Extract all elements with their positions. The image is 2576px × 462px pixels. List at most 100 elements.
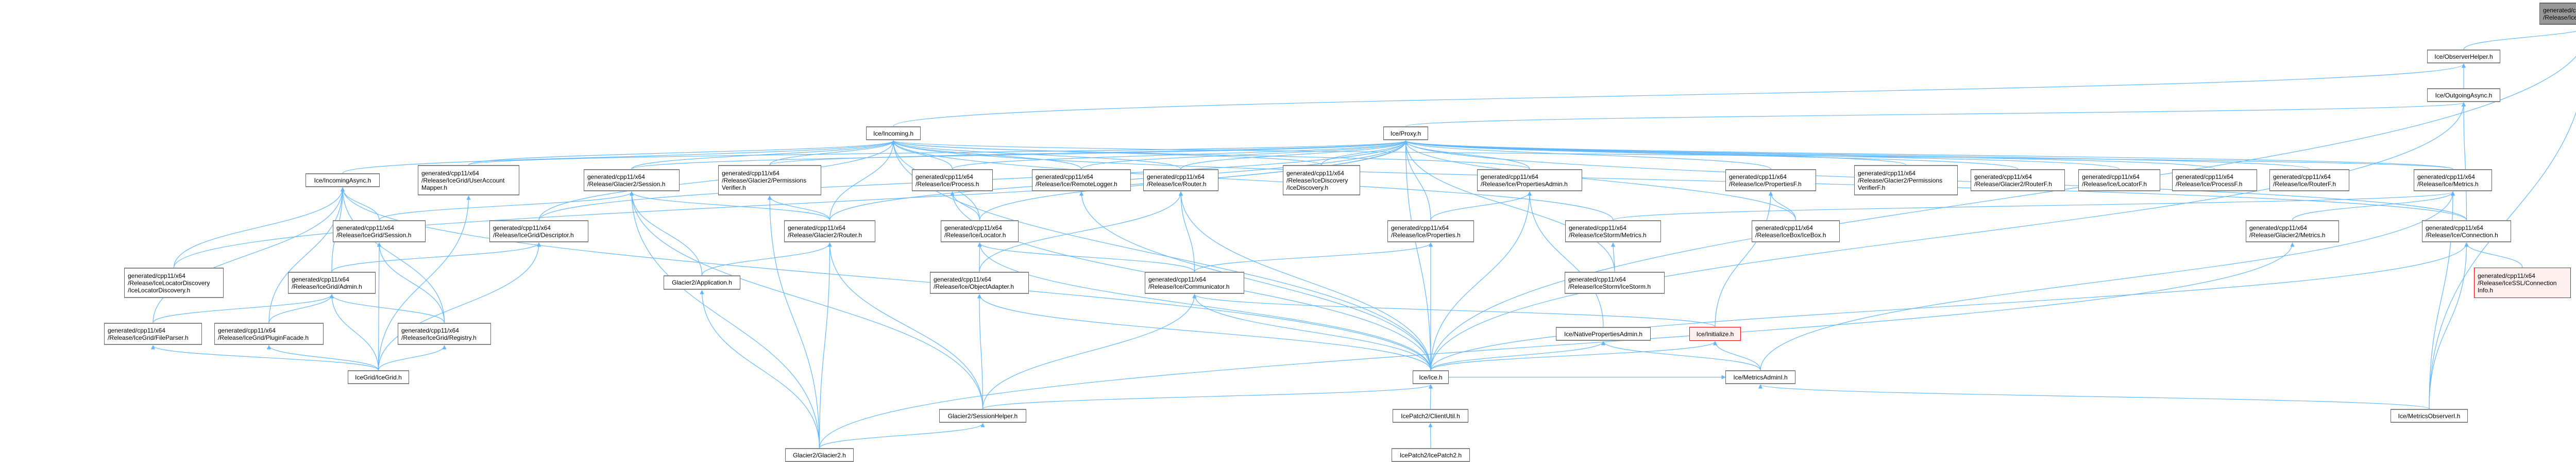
edge-RouterF-to-Proxy bbox=[1403, 140, 2310, 170]
node-process-f[interactable]: generated/cpp11/x64 /Release/Ice/Process… bbox=[2172, 169, 2257, 191]
edge-LocatorDiscovery-to-IncomingAsync bbox=[173, 187, 345, 268]
node-admin[interactable]: generated/cpp11/x64 /Release/IceGrid/Adm… bbox=[288, 272, 376, 294]
node-metrics-admin-i[interactable]: Ice/MetricsAdminI.h bbox=[1725, 370, 1795, 384]
node-proxy[interactable]: Ice/Proxy.h bbox=[1383, 126, 1428, 140]
node-ice-router[interactable]: generated/cpp11/x64 /Release/Ice/Router.… bbox=[1143, 169, 1218, 191]
node-plugin-facade[interactable]: generated/cpp11/x64 /Release/IceGrid/Plu… bbox=[214, 323, 324, 345]
node-ice-metrics[interactable]: generated/cpp11/x64 /Release/Ice/Metrics… bbox=[2414, 169, 2492, 191]
node-ice-grid-session[interactable]: generated/cpp11/x64 /Release/IceGrid/Ses… bbox=[333, 220, 426, 242]
edge-FileParser-to-Admin bbox=[152, 294, 334, 323]
edge-Glacier2RouterF-to-Proxy bbox=[1403, 140, 2019, 170]
edge-MetricsAdminI-to-IceMetrics bbox=[1760, 191, 2455, 371]
edge-IceGridH-to-Descriptor bbox=[378, 242, 541, 371]
node-label: generated/cpp11/x64 /Release/IceGrid/Reg… bbox=[401, 326, 477, 341]
node-label: generated/cpp11/x64 /Release/Ice/Locator… bbox=[944, 224, 1006, 239]
edge-IceDiscovery-to-Incoming bbox=[891, 140, 1322, 166]
edge-MetricsAdminI-to-Initialize bbox=[1713, 341, 1761, 371]
edge-ObserverHelper-to-Instrumentation bbox=[2463, 31, 2576, 50]
node-perm-verifier[interactable]: generated/cpp11/x64 /Release/Glacier2/Pe… bbox=[718, 165, 821, 195]
edge-ObjectAdapter-to-IceRouter bbox=[979, 191, 1183, 272]
node-label: IceGrid/IceGrid.h bbox=[355, 373, 402, 381]
node-outgoing-async[interactable]: Ice/OutgoingAsync.h bbox=[2427, 88, 2500, 102]
node-locator[interactable]: generated/cpp11/x64 /Release/Ice/Locator… bbox=[941, 220, 1019, 242]
node-glacier2-metrics[interactable]: generated/cpp11/x64 /Release/Glacier2/Me… bbox=[2246, 220, 2339, 242]
edge-PermVerifier-to-Proxy bbox=[769, 140, 1408, 166]
node-label: Ice/MetricsAdminI.h bbox=[1733, 373, 1788, 381]
edge-IceStorm-to-Proxy bbox=[1403, 140, 1615, 272]
node-ice-h[interactable]: Ice/Ice.h bbox=[1413, 370, 1449, 384]
node-ice-grid-h[interactable]: IceGrid/IceGrid.h bbox=[348, 370, 409, 384]
node-native-properties-admin[interactable]: Ice/NativePropertiesAdmin.h bbox=[1556, 327, 1651, 341]
node-ice-storm[interactable]: generated/cpp11/x64 /Release/IceStorm/Ic… bbox=[1565, 272, 1665, 294]
edge-Incoming-to-ObserverHelper bbox=[893, 63, 2466, 127]
node-incoming[interactable]: Ice/Incoming.h bbox=[866, 126, 921, 140]
node-observer-helper[interactable]: Ice/ObserverHelper.h bbox=[2427, 50, 2500, 63]
node-label: generated/cpp11/x64 /Release/Ice/Metrics… bbox=[2417, 173, 2479, 188]
node-session-helper[interactable]: Glacier2/SessionHelper.h bbox=[939, 409, 1026, 423]
edge-Application-to-Glacier2Router bbox=[701, 242, 832, 276]
node-incoming-async[interactable]: Ice/IncomingAsync.h bbox=[306, 173, 380, 187]
node-label: generated/cpp11/x64 /Release/IceBox/IceB… bbox=[1755, 224, 1826, 239]
edge-Glacier2Router-to-Glacier2Session bbox=[629, 191, 831, 221]
node-properties-admin[interactable]: generated/cpp11/x64 /Release/Ice/Propert… bbox=[1477, 169, 1582, 191]
node-router-f[interactable]: generated/cpp11/x64 /Release/Ice/RouterF… bbox=[2269, 169, 2349, 191]
node-glacier2-router-f[interactable]: generated/cpp11/x64 /Release/Glacier2/Ro… bbox=[1971, 169, 2065, 191]
node-connection[interactable]: generated/cpp11/x64 /Release/Ice/Connect… bbox=[2422, 220, 2511, 242]
edge-IceGridH-to-Registry bbox=[378, 345, 447, 371]
node-glacier2-session[interactable]: generated/cpp11/x64 /Release/Glacier2/Se… bbox=[584, 169, 680, 191]
node-object-adapter[interactable]: generated/cpp11/x64 /Release/Ice/ObjectA… bbox=[930, 272, 1029, 294]
node-label: generated/cpp11/x64 /Release/IceSSL/Conn… bbox=[2478, 272, 2557, 294]
node-metrics-observer-i[interactable]: Ice/MetricsObserverI.h bbox=[2391, 409, 2468, 423]
node-locator-f[interactable]: generated/cpp11/x64 /Release/Ice/Locator… bbox=[2078, 169, 2160, 191]
edge-Connection-to-OutgoingAsync bbox=[2461, 102, 2467, 221]
node-locator-discovery[interactable]: generated/cpp11/x64 /Release/IceLocatorD… bbox=[124, 268, 224, 298]
node-application[interactable]: Glacier2/Application.h bbox=[664, 275, 740, 290]
node-initialize[interactable]: Ice/Initialize.h bbox=[1689, 327, 1741, 341]
edge-IceGridH-to-UserAccountMapper bbox=[378, 195, 471, 371]
edge-Properties-to-PropertiesAdmin bbox=[1430, 191, 1532, 221]
node-label: Ice/MetricsObserverI.h bbox=[2398, 412, 2461, 420]
edge-PropertiesAdmin-to-Incoming bbox=[891, 140, 1530, 170]
node-properties[interactable]: generated/cpp11/x64 /Release/Ice/Propert… bbox=[1387, 220, 1474, 242]
node-ice-discovery[interactable]: generated/cpp11/x64 /Release/IceDiscover… bbox=[1283, 165, 1360, 195]
node-instrumentation[interactable]: generated/cpp11/x64 /Release/Ice/Instrum… bbox=[2539, 3, 2576, 25]
edge-IceH-to-Proxy bbox=[1403, 140, 1431, 371]
edge-IceH-to-Connection bbox=[1430, 242, 2469, 371]
node-label: generated/cpp11/x64 /Release/Ice/Communi… bbox=[1148, 275, 1230, 290]
node-label: generated/cpp11/x64 /Release/Glacier2/Pe… bbox=[722, 169, 807, 191]
node-label: generated/cpp11/x64 /Release/IceGrid/Use… bbox=[421, 169, 505, 191]
node-glacier2-h[interactable]: Glacier2/Glacier2.h bbox=[785, 448, 854, 462]
edge-ConnectionInfo-to-Connection bbox=[2464, 242, 2523, 268]
edge-ProcessF-to-Proxy bbox=[1403, 140, 2215, 170]
node-process[interactable]: generated/cpp11/x64 /Release/Ice/Process… bbox=[912, 169, 993, 191]
edge-UserAccountMapper-to-Proxy bbox=[468, 140, 1408, 166]
node-connection-info[interactable]: generated/cpp11/x64 /Release/IceSSL/Conn… bbox=[2474, 268, 2571, 298]
node-user-account-mapper[interactable]: generated/cpp11/x64 /Release/IceGrid/Use… bbox=[418, 165, 519, 195]
node-file-parser[interactable]: generated/cpp11/x64 /Release/IceGrid/Fil… bbox=[104, 323, 202, 345]
edge-Glacier2H-to-PermVerifier bbox=[767, 195, 820, 449]
node-communicator[interactable]: generated/cpp11/x64 /Release/Ice/Communi… bbox=[1145, 272, 1244, 294]
node-ice-patch2-h[interactable]: IcePatch2/IcePatch2.h bbox=[1392, 448, 1470, 462]
node-glacier2-router[interactable]: generated/cpp11/x64 /Release/Glacier2/Ro… bbox=[784, 220, 875, 242]
edge-Glacier2H-to-Application bbox=[700, 290, 820, 449]
node-remote-logger[interactable]: generated/cpp11/x64 /Release/Ice/RemoteL… bbox=[1032, 169, 1131, 191]
node-ice-storm-metrics[interactable]: generated/cpp11/x64 /Release/IceStorm/Me… bbox=[1565, 220, 1661, 242]
node-ice-box[interactable]: generated/cpp11/x64 /Release/IceBox/IceB… bbox=[1752, 220, 1840, 242]
edge-SessionHelper-to-Glacier2Session bbox=[629, 191, 984, 409]
node-properties-f[interactable]: generated/cpp11/x64 /Release/Ice/Propert… bbox=[1725, 169, 1816, 191]
node-label: generated/cpp11/x64 /Release/IceGrid/Plu… bbox=[218, 326, 309, 341]
node-label: generated/cpp11/x64 /Release/Ice/Connect… bbox=[2426, 224, 2498, 239]
edge-SessionHelper-to-Communicator bbox=[982, 294, 1197, 409]
edge-Glacier2H-to-Glacier2Router bbox=[819, 242, 832, 449]
node-label: generated/cpp11/x64 /Release/Ice/Locator… bbox=[2082, 173, 2147, 188]
node-client-util[interactable]: IcePatch2/ClientUtil.h bbox=[1393, 409, 1468, 423]
node-perm-verifier-f[interactable]: generated/cpp11/x64 /Release/Glacier2/Pe… bbox=[1854, 165, 1958, 195]
node-label: Glacier2/Application.h bbox=[672, 279, 732, 286]
node-label: generated/cpp11/x64 /Release/IceDiscover… bbox=[1286, 169, 1348, 191]
node-label: IcePatch2/ClientUtil.h bbox=[1401, 412, 1460, 420]
edge-IceGridSession-to-Glacier2Session bbox=[379, 191, 634, 221]
node-registry[interactable]: generated/cpp11/x64 /Release/IceGrid/Reg… bbox=[398, 323, 491, 345]
node-descriptor[interactable]: generated/cpp11/x64 /Release/IceGrid/Des… bbox=[489, 220, 588, 242]
edge-PropertiesAdmin-to-Proxy bbox=[1403, 140, 1530, 170]
edge-IceGridSession-to-IncomingAsync bbox=[340, 187, 380, 221]
